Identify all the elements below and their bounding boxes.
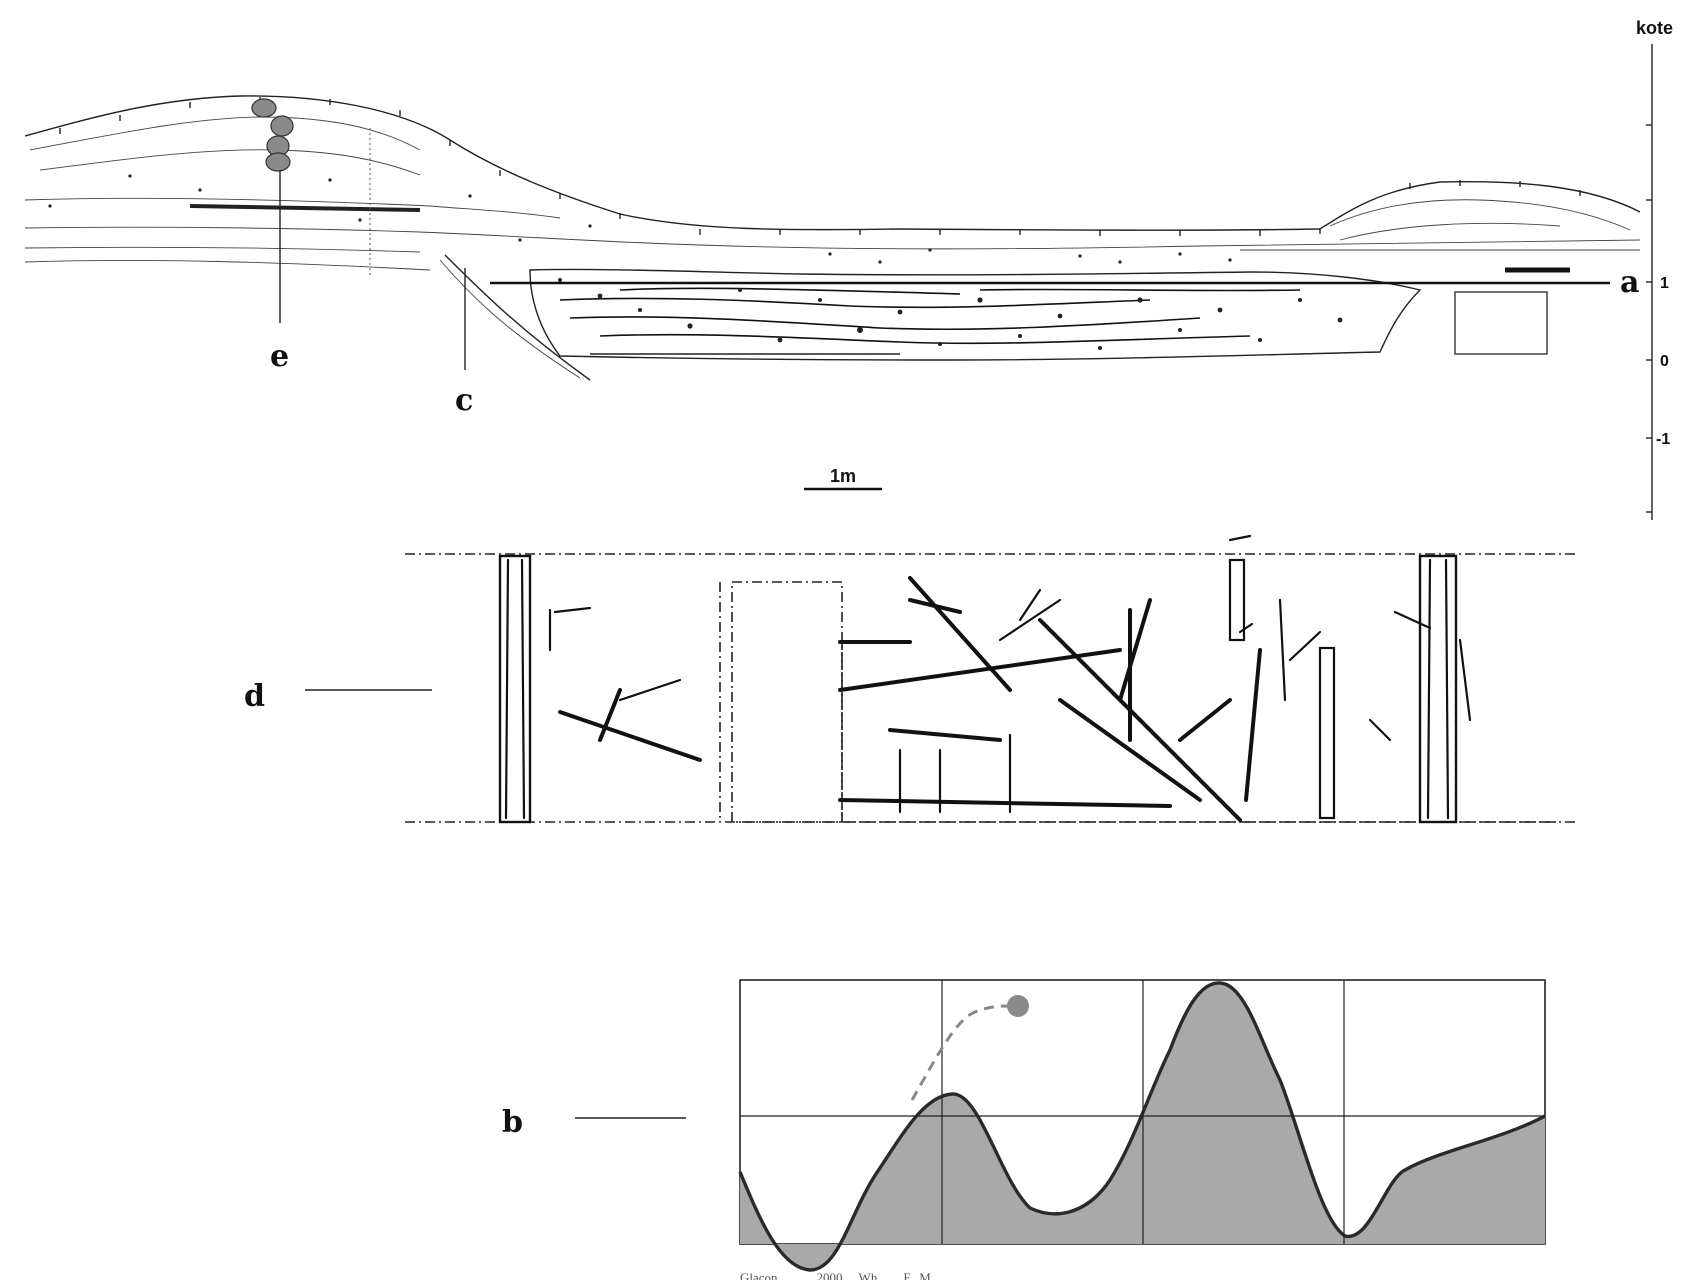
sloping-timber [444, 254, 591, 381]
layer-line [1339, 222, 1561, 241]
label-a: a [1620, 265, 1639, 300]
layer-line [29, 116, 421, 151]
axis-tick-label: 1 [1660, 275, 1669, 292]
graph-marker [1007, 995, 1029, 1017]
posts [498, 554, 1458, 824]
ground-surface-line [24, 95, 1641, 231]
dark-lens [189, 204, 421, 212]
layer-line [24, 226, 1641, 250]
wood-deposit-outline [529, 268, 1422, 361]
layer-line [1329, 199, 1631, 231]
axis-title: kote [1636, 18, 1673, 38]
sloping-timber-edge [439, 259, 581, 379]
unexcavated-block [731, 581, 843, 823]
label-b: b [502, 1105, 523, 1140]
label-d: d [244, 679, 265, 714]
trench-edge [841, 640, 1560, 823]
label-e: e [270, 339, 289, 374]
axis-tick-label: 0 [1660, 353, 1669, 370]
gravel-dots [48, 174, 1343, 350]
label-c: c [455, 383, 473, 418]
pit-feature [1454, 291, 1548, 355]
scale-bar-label: 1m [830, 466, 856, 486]
deposit-hatching [559, 287, 1301, 345]
layer-line [24, 197, 561, 219]
profile-graph: b [502, 979, 1546, 1272]
timbers [548, 534, 1472, 822]
axis-tick-label: -1 [1656, 431, 1670, 448]
layer-line [39, 149, 421, 176]
plan-view-drawing: d [244, 534, 1578, 824]
scale-bar: 1m [804, 466, 882, 491]
graph-dashed-trajectory [910, 1004, 1011, 1101]
layer-line [24, 246, 421, 253]
graph-profile-line [738, 981, 1546, 1272]
layer-line [24, 259, 431, 271]
elevation-axis: kote 1 0 -1 [1636, 18, 1673, 520]
section-profile-drawing: a e c [24, 95, 1641, 418]
caption: Glacon... ... ... 2000 ... Wh... ... F..… [740, 1270, 967, 1280]
surface-ticks [59, 97, 1581, 236]
stone-cluster [251, 98, 294, 172]
